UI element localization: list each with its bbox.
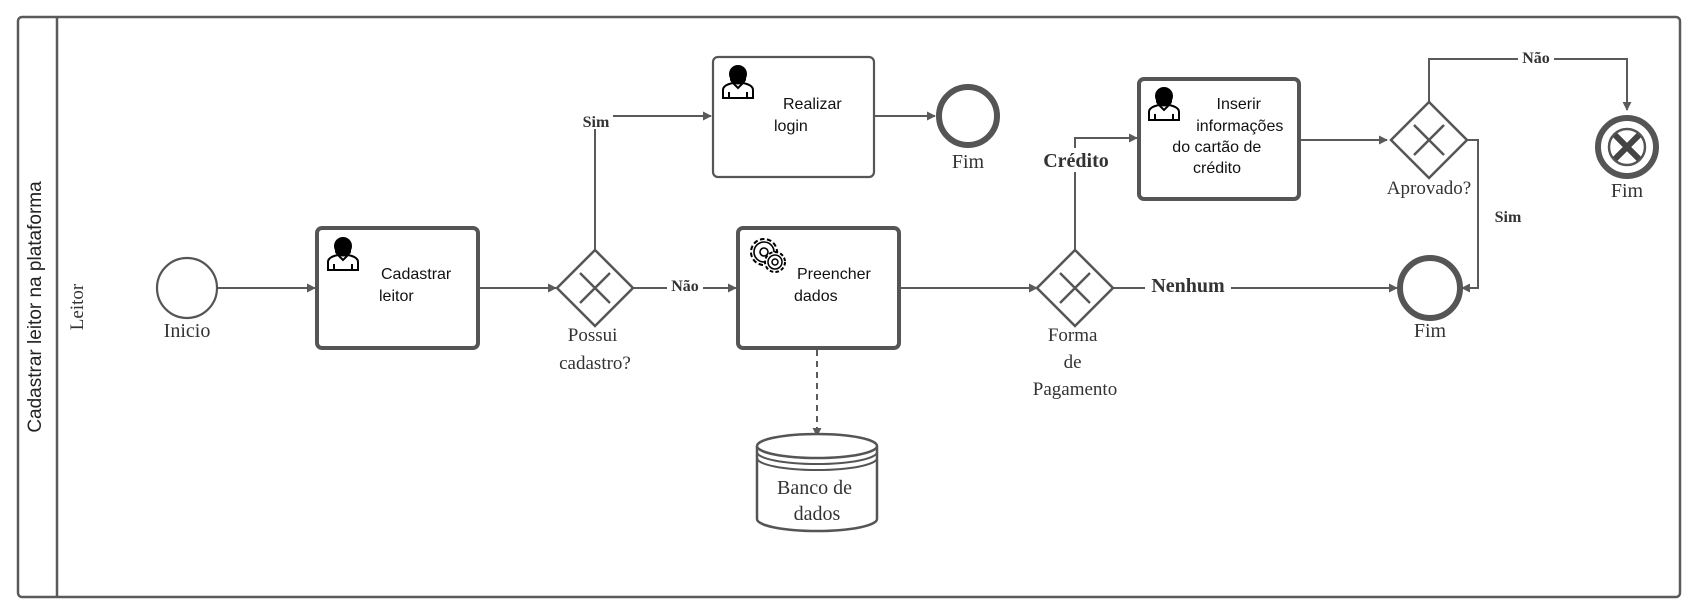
end-event-login-label: Fim (952, 151, 985, 173)
flow-label-aprovado-sim: Sim (1495, 209, 1522, 226)
lane-title: Leitor (67, 283, 88, 330)
task-realizar-login[interactable]: Realizar login (711, 55, 876, 179)
gateway-aprovado[interactable] (1389, 100, 1469, 180)
flow-label-nenhum: Nenhum (1151, 275, 1225, 297)
flow-forma-credito[interactable] (1074, 133, 1138, 250)
flow-aprovado-sim[interactable] (1461, 139, 1479, 293)
gateway-forma-pagamento[interactable] (1035, 248, 1115, 328)
end-event-error[interactable] (1595, 115, 1659, 179)
pool-title: Cadastrar leitor na plataforma (25, 181, 46, 433)
end-event-main-label: Fim (1414, 320, 1447, 342)
gateway-possui-label: Possui cadastro? (559, 325, 631, 374)
end-event-main[interactable] (1397, 255, 1463, 321)
task-preencher-dados[interactable]: Preencher dados (736, 226, 901, 350)
data-store-label: Banco de dados (777, 477, 857, 525)
task-label: Cadastrar leitor (379, 266, 456, 305)
gateway-forma-label: Forma de Pagamento (1033, 325, 1117, 400)
end-event-login[interactable] (936, 84, 1000, 148)
start-event[interactable] (155, 256, 219, 320)
user-icon (327, 237, 359, 271)
end-event-error-label: Fim (1611, 180, 1644, 202)
flow-label-sim: Sim (583, 114, 610, 131)
start-event-label: Inicio (164, 320, 211, 342)
task-cadastrar-leitor[interactable]: Cadastrar leitor (315, 226, 480, 350)
flow-label-credito: Crédito (1043, 150, 1109, 172)
user-icon (1148, 87, 1180, 121)
task-label: Preencher dados (794, 266, 875, 305)
task-label: Inserir informações do cartão de crédito (1172, 96, 1288, 177)
task-label: Realizar login (774, 96, 846, 135)
task-inserir-cartao[interactable]: Inserir informações do cartão de crédito (1137, 77, 1301, 201)
sequence-flows (218, 58, 1632, 437)
flow-label-aprovado-nao: Não (1522, 50, 1550, 67)
data-store-banco-de-dados[interactable]: Banco de dados (755, 432, 879, 533)
gateway-possui-cadastro[interactable] (555, 248, 635, 328)
flow-label-nao: Não (671, 278, 699, 295)
user-icon (722, 65, 754, 99)
gear-icon-secondary (764, 251, 786, 273)
gateway-aprovado-label: Aprovado? (1387, 178, 1471, 199)
